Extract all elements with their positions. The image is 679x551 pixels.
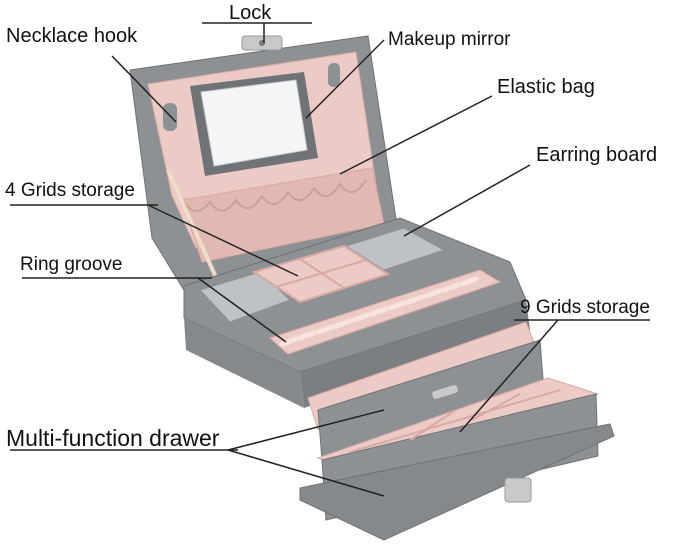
elastic-bag-label: Elastic bag: [497, 76, 595, 98]
makeup-mirror-label: Makeup mirror: [388, 29, 511, 50]
box-base: [299, 423, 615, 541]
makeup-mirror: [190, 72, 318, 176]
necklace-hook-label: Necklace hook: [6, 25, 138, 47]
necklace-hook: [163, 63, 340, 131]
four-grids-storage: [251, 244, 391, 304]
nine-grids-storage-label: 9 Grids storage: [520, 297, 650, 318]
multi-function-drawer-label: Multi-function drawer: [6, 425, 220, 451]
ring-groove: [269, 269, 502, 355]
nine-grids-storage: [349, 389, 561, 453]
leader-lines: [10, 22, 650, 497]
earring-board-label: Earring board: [536, 144, 658, 166]
earring-board: [199, 227, 446, 323]
middle-drawer: [307, 321, 545, 461]
four-grids-storage-label: 4 Grids storage: [5, 180, 135, 201]
lock-plate: [241, 35, 283, 51]
lock-label: Lock: [229, 2, 272, 24]
ring-groove-label: Ring groove: [20, 254, 123, 275]
